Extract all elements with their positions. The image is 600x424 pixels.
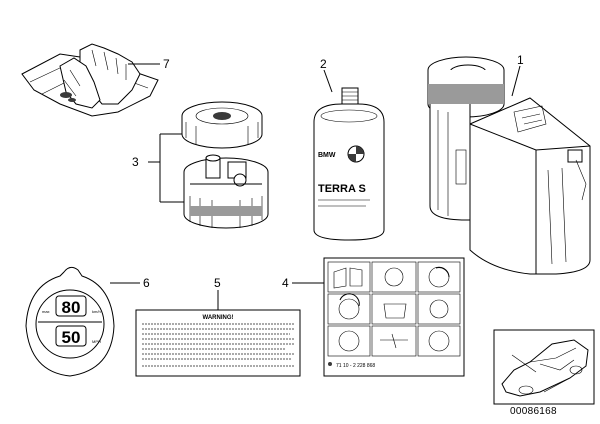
speed-limit-sticker-icon: 80 km/h max 50 MPH: [25, 266, 115, 377]
callout-2: 2: [320, 57, 327, 71]
warning-label-title: WARNING!: [203, 315, 234, 321]
callout-1: 1: [517, 53, 524, 67]
diagram-number: 00086168: [510, 406, 557, 417]
instruction-part-number: 71 10 - 2 228 868: [336, 363, 375, 369]
bottle-brand-text: BMW: [318, 152, 336, 159]
sticker-bottom-value: 50: [62, 328, 81, 347]
sealant-bottle-icon: BMW TERRA S: [313, 87, 385, 241]
callout-5: 5: [214, 276, 221, 290]
leader-line-2: [323, 69, 333, 93]
warning-label-icon: WARNING!: [135, 309, 301, 377]
callout-7: 7: [163, 57, 170, 71]
sticker-top-unit: km/h: [92, 309, 101, 314]
vehicle-location-inset: [493, 329, 595, 405]
sticker-side-label: max: [42, 309, 50, 314]
bottle-label-text: TERRA S: [318, 183, 366, 195]
gloves-and-cloth-icon: [21, 43, 159, 117]
callout-3: 3: [132, 155, 139, 169]
sealant-container-icon: [181, 101, 269, 229]
callout-6: 6: [143, 276, 150, 290]
leader-line-1: [511, 65, 521, 97]
sticker-top-value: 80: [62, 298, 81, 317]
instruction-sheet-icon: 71 10 - 2 228 868: [323, 257, 465, 377]
leader-line-3: [148, 133, 184, 203]
compressor-unit-icon: [427, 56, 591, 275]
callout-4: 4: [282, 276, 289, 290]
sticker-bottom-unit: MPH: [92, 339, 101, 344]
